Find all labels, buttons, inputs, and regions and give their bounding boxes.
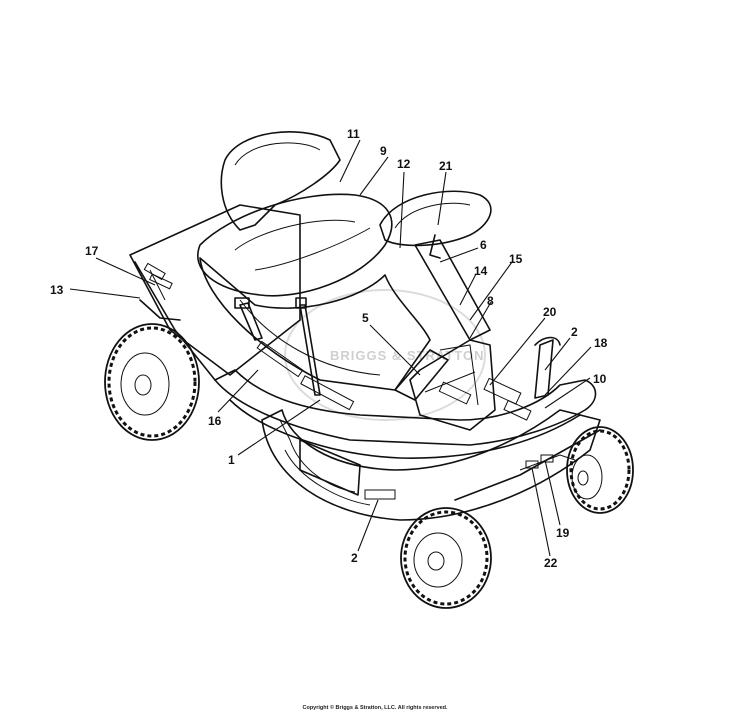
callout-17: 17 [85, 244, 99, 258]
callouts: 11 9 12 21 6 14 15 8 5 17 13 16 1 20 2 1… [50, 127, 608, 570]
decal-17 [143, 262, 166, 281]
callout-5: 5 [362, 311, 369, 325]
decal-10 [503, 399, 532, 421]
front-left-wheel [400, 507, 492, 609]
decals [143, 262, 532, 421]
callout-16: 16 [208, 414, 222, 428]
decal-1 [300, 375, 355, 411]
callout-13: 13 [50, 283, 64, 297]
leader-lines [69, 139, 592, 557]
fender [199, 257, 449, 401]
decal-20 [483, 377, 522, 405]
callout-11: 11 [347, 127, 360, 141]
callout-15: 15 [509, 252, 523, 266]
steering-column [409, 239, 496, 431]
callout-8: 8 [487, 294, 494, 308]
callout-2-lower: 2 [351, 551, 358, 565]
callout-10: 10 [593, 372, 607, 386]
decal-16 [256, 340, 304, 378]
callout-12: 12 [397, 157, 411, 171]
callout-6: 6 [480, 238, 487, 252]
rear-left-wheel [104, 323, 200, 441]
rear-body [129, 204, 301, 381]
callout-9: 9 [380, 144, 387, 158]
watermark-text: BRIGGS & STRATTON [330, 348, 484, 363]
seat [197, 131, 393, 297]
levers [234, 297, 561, 399]
callout-14: 14 [474, 264, 488, 278]
steering-wheel [379, 190, 492, 259]
callout-20: 20 [543, 305, 557, 319]
callout-19: 19 [556, 526, 570, 540]
callout-1: 1 [228, 453, 235, 467]
callout-18: 18 [594, 336, 608, 350]
copyright-notice: Copyright © Briggs & Stratton, LLC. All … [302, 705, 448, 711]
callout-2-upper: 2 [571, 325, 578, 339]
callout-22: 22 [544, 556, 558, 570]
mower-deck [261, 409, 601, 521]
callout-21: 21 [439, 159, 453, 173]
decal-5 [438, 381, 472, 405]
watermark: BRIGGS & STRATTON [284, 289, 486, 421]
front-right-wheel [566, 426, 634, 514]
frame [214, 369, 601, 501]
